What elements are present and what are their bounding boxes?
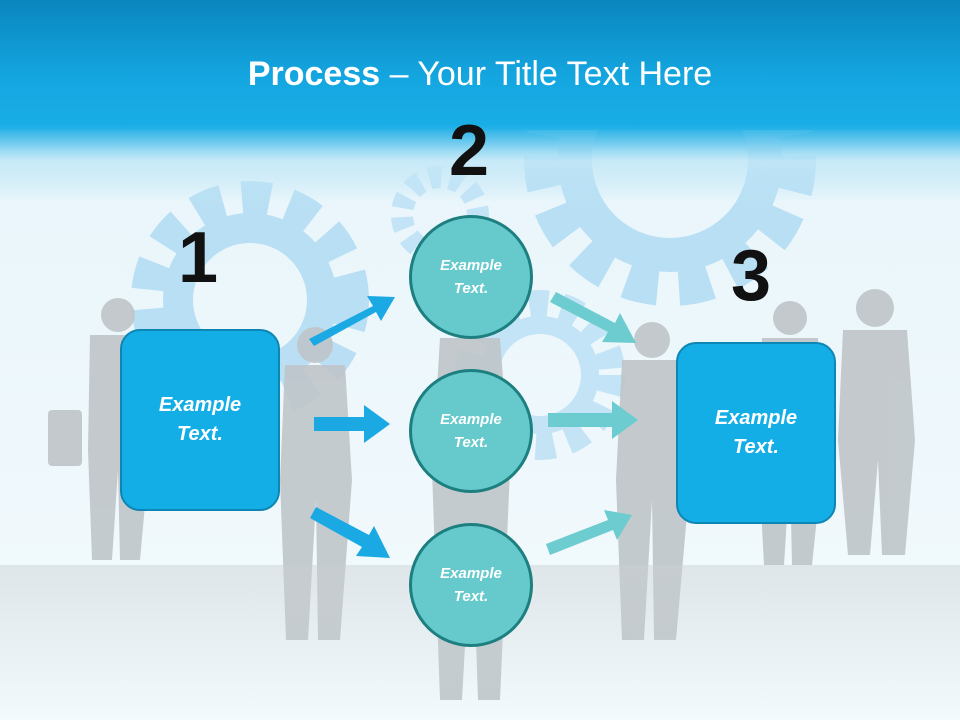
title-rest: – Your Title Text Here bbox=[380, 55, 713, 93]
arrow-icon bbox=[546, 510, 632, 555]
circle-line: Text. bbox=[453, 588, 489, 605]
box-line: Text. bbox=[733, 436, 779, 458]
circle-line: Example bbox=[440, 257, 502, 274]
box-line: Example bbox=[714, 407, 798, 429]
circle-text: Example Text. bbox=[440, 254, 502, 300]
circle-text: Example Text. bbox=[440, 408, 502, 454]
step-3-text: Example Text. bbox=[715, 404, 797, 462]
step-1-box[interactable]: Example Text. bbox=[120, 329, 280, 511]
circle-line: Text. bbox=[453, 280, 489, 297]
step-number-3: 3 bbox=[731, 236, 772, 316]
title-bold: Process bbox=[247, 55, 381, 93]
box-line: Example bbox=[158, 394, 242, 416]
step-2-circle-middle[interactable]: Example Text. bbox=[409, 369, 533, 493]
slide-title: Process – Your Title Text Here bbox=[0, 52, 960, 96]
arrow-icon bbox=[548, 401, 638, 439]
header-fade bbox=[0, 125, 960, 205]
box-line: Text. bbox=[177, 423, 223, 445]
arrow-icon bbox=[314, 405, 390, 443]
circle-line: Example bbox=[440, 411, 502, 428]
step-2-circle-top[interactable]: Example Text. bbox=[409, 215, 533, 339]
arrow-icon bbox=[310, 507, 390, 558]
arrow-icon bbox=[550, 292, 636, 343]
circle-line: Text. bbox=[453, 434, 489, 451]
circle-line: Example bbox=[440, 565, 502, 582]
step-1-text: Example Text. bbox=[159, 391, 241, 449]
arrow-icon bbox=[309, 296, 395, 346]
step-2-circle-bottom[interactable]: Example Text. bbox=[409, 523, 533, 647]
step-number-1: 1 bbox=[178, 218, 219, 298]
step-3-box[interactable]: Example Text. bbox=[676, 342, 836, 524]
step-number-2: 2 bbox=[449, 111, 490, 191]
circle-text: Example Text. bbox=[440, 562, 502, 608]
header-band bbox=[0, 0, 960, 130]
